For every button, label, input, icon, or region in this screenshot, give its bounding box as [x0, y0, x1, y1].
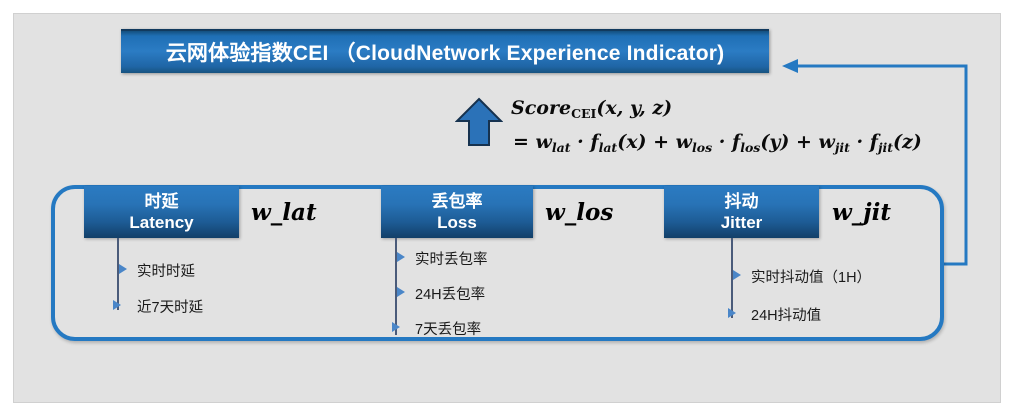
formula-score-subscript: CEI — [571, 105, 597, 121]
list-item-label: 实时丢包率 — [415, 252, 488, 268]
list-item: 实时抖动值（1H） — [729, 266, 871, 287]
list-item-label: 7天丢包率 — [415, 322, 482, 338]
formula-line-2: = wlat · flat(x) + wlos · flos(y) + wjit… — [513, 130, 922, 155]
metric-name-en-latency: Latency — [129, 212, 194, 232]
metric-header-loss[interactable]: 丢包率 Loss — [381, 186, 533, 238]
triangle-bullet-icon — [113, 300, 121, 310]
list-item-label: 近7天时延 — [137, 300, 204, 316]
metric-items-jitter: 实时抖动值（1H） 24H抖动值 — [728, 266, 871, 325]
list-item: 近7天时延 — [113, 296, 204, 317]
triangle-bullet-icon — [119, 264, 127, 274]
metric-name-cn-latency: 时延 — [144, 191, 179, 211]
weight-label-latency: w_lat — [251, 199, 317, 226]
list-item: 7天丢包率 — [392, 318, 488, 339]
list-item: 24H抖动值 — [728, 304, 871, 325]
connector-stem-jitter — [731, 238, 733, 318]
metric-name-cn-jitter: 抖动 — [724, 191, 759, 211]
triangle-bullet-icon — [397, 287, 405, 297]
formula-score-label: Score — [511, 97, 572, 119]
triangle-bullet-icon — [728, 308, 736, 318]
list-item-label: 实时时延 — [137, 264, 195, 280]
metric-items-loss: 实时丢包率 24H丢包率 7天丢包率 — [392, 248, 488, 339]
weight-label-loss: w_los — [545, 199, 614, 226]
metric-name-en-jitter: Jitter — [720, 212, 763, 232]
list-item-label: 实时抖动值（1H） — [751, 270, 872, 286]
page-title: 云网体验指数CEI （CloudNetwork Experience Indic… — [165, 42, 725, 65]
list-item: 实时时延 — [115, 260, 203, 281]
weight-label-jitter: w_jit — [832, 199, 891, 226]
connector-stem-latency — [117, 238, 119, 310]
triangle-bullet-icon — [397, 252, 405, 262]
list-item-label: 24H抖动值 — [751, 308, 822, 324]
metric-header-jitter[interactable]: 抖动 Jitter — [664, 186, 819, 238]
diagram-canvas: 云网体验指数CEI （CloudNetwork Experience Indic… — [13, 13, 1001, 403]
metric-name-cn-loss: 丢包率 — [431, 191, 483, 211]
cei-formula: ScoreCEI(x, y, z) = wlat · flat(x) + wlo… — [511, 94, 922, 162]
triangle-bullet-icon — [392, 322, 400, 332]
list-item-label: 24H丢包率 — [415, 287, 486, 303]
connector-stem-loss — [395, 238, 397, 335]
metric-name-en-loss: Loss — [437, 212, 477, 232]
list-item: 24H丢包率 — [393, 283, 488, 304]
cei-title-box: 云网体验指数CEI （CloudNetwork Experience Indic… — [121, 29, 769, 73]
formula-line-1: ScoreCEI(x, y, z) — [511, 94, 922, 128]
up-arrow-icon — [454, 97, 504, 147]
formula-score-args: (x, y, z) — [596, 97, 673, 119]
list-item: 实时丢包率 — [393, 248, 488, 269]
metric-items-latency: 实时时延 近7天时延 — [113, 260, 204, 317]
triangle-bullet-icon — [733, 270, 741, 280]
metric-header-latency[interactable]: 时延 Latency — [84, 186, 239, 238]
